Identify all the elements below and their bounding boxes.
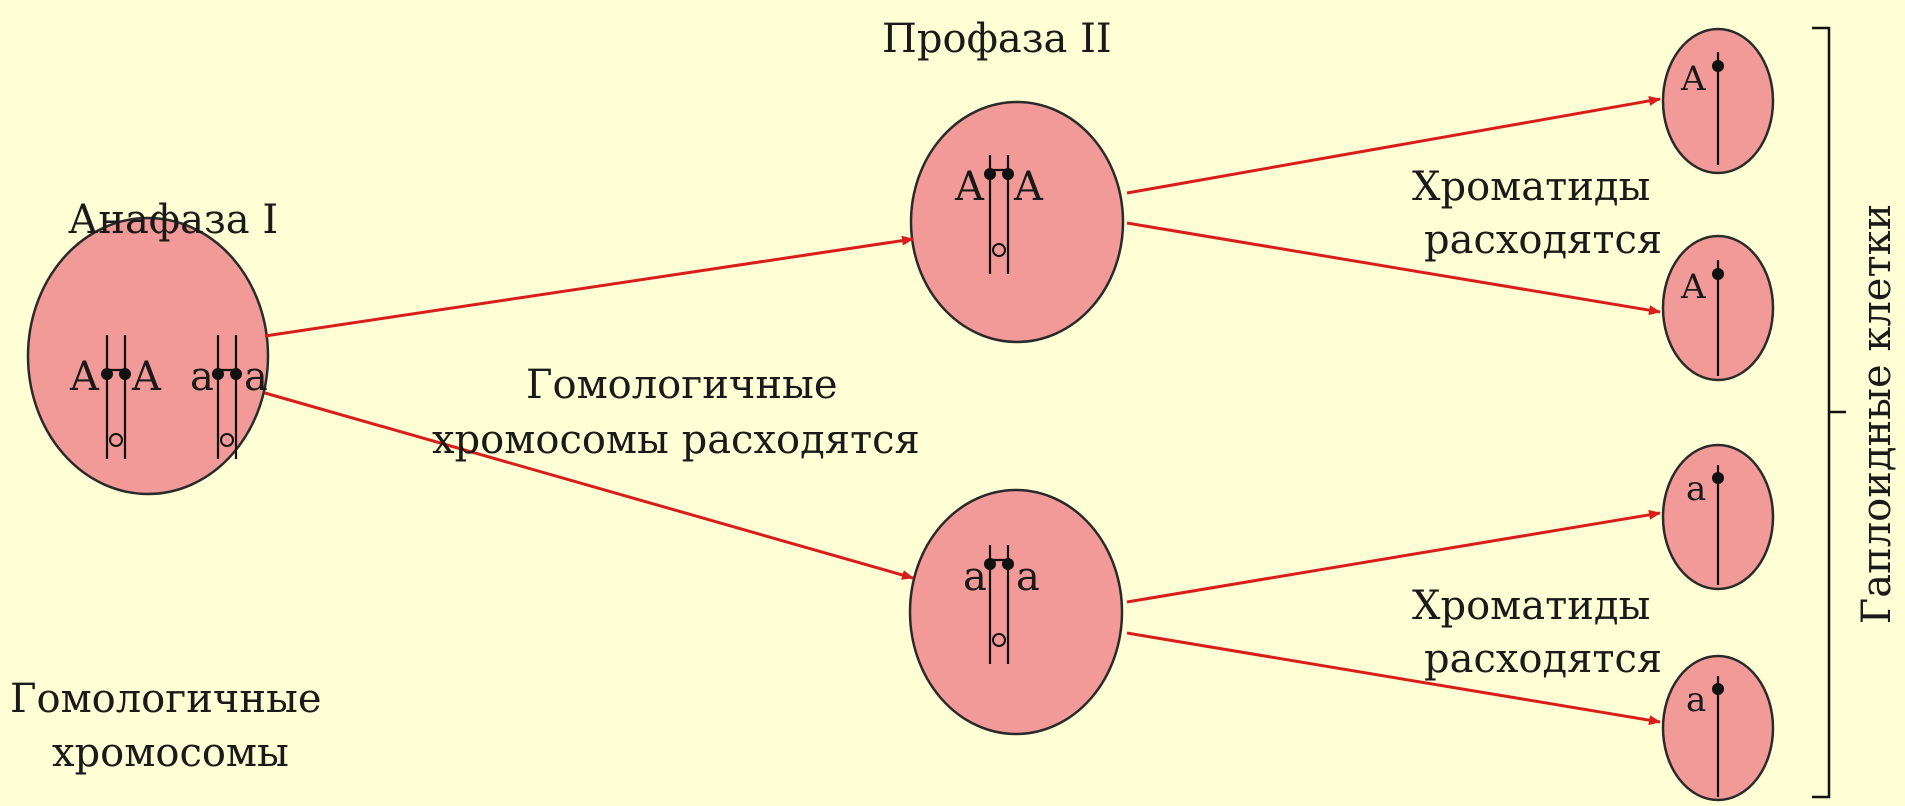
haploid-cells-label: Гаплоидные клетки	[1854, 204, 1900, 625]
allele-label: A	[69, 354, 100, 400]
allele-label: A	[1680, 59, 1706, 99]
arrow-anaphase-to-upper	[264, 235, 914, 338]
chromosome-pair-dominant: A A	[69, 335, 162, 459]
allele-label: a	[1016, 554, 1040, 600]
homologous-label-line2: хромосомы	[52, 730, 289, 776]
allele-label: a	[1686, 469, 1706, 509]
chromatids-top-label-line2: расходятся	[1424, 217, 1662, 263]
prophase-cell-upper: A A	[909, 100, 1125, 344]
haploid-bracket	[1812, 26, 1846, 799]
anaphase-label: Анафаза I	[68, 197, 278, 243]
chromosome-pair-recessive: a a	[190, 335, 268, 459]
arrow-lower-to-haploid-3	[1126, 509, 1661, 604]
prophase-cell-lower: a a	[908, 488, 1124, 736]
allele-label: A	[1680, 267, 1706, 307]
allele-label: a	[1686, 680, 1706, 720]
anaphase-cell: A A a a	[26, 216, 270, 496]
haploid-cell-1: A	[1661, 27, 1775, 175]
homologs-diverge-label-line1: Гомологичные	[526, 362, 837, 408]
arrow-upper-to-haploid-2	[1126, 221, 1661, 316]
arrow-upper-to-haploid-1	[1126, 95, 1661, 195]
arrow-lower-to-haploid-4	[1126, 631, 1661, 726]
arrow-anaphase-to-lower	[264, 391, 914, 580]
allele-label: A	[1013, 164, 1044, 210]
chromatids-bottom-label-line2: расходятся	[1424, 636, 1662, 682]
allele-label: a	[190, 354, 214, 400]
homologous-label-line1: Гомологичные	[10, 676, 321, 722]
allele-label: a	[244, 354, 268, 400]
allele-label: a	[963, 554, 987, 600]
chromatids-bottom-label-line1: Хроматиды	[1412, 583, 1650, 629]
homologs-diverge-label-line2: хромосомы расходятся	[432, 417, 920, 463]
haploid-cell-3: a	[1661, 443, 1775, 591]
chromatids-top-label-line1: Хроматиды	[1412, 164, 1650, 210]
prophase-label: Профаза II	[882, 16, 1112, 62]
haploid-cell-4: a	[1661, 654, 1775, 802]
allele-label: A	[131, 354, 162, 400]
allele-label: A	[954, 164, 985, 210]
haploid-cell-2: A	[1661, 234, 1775, 382]
